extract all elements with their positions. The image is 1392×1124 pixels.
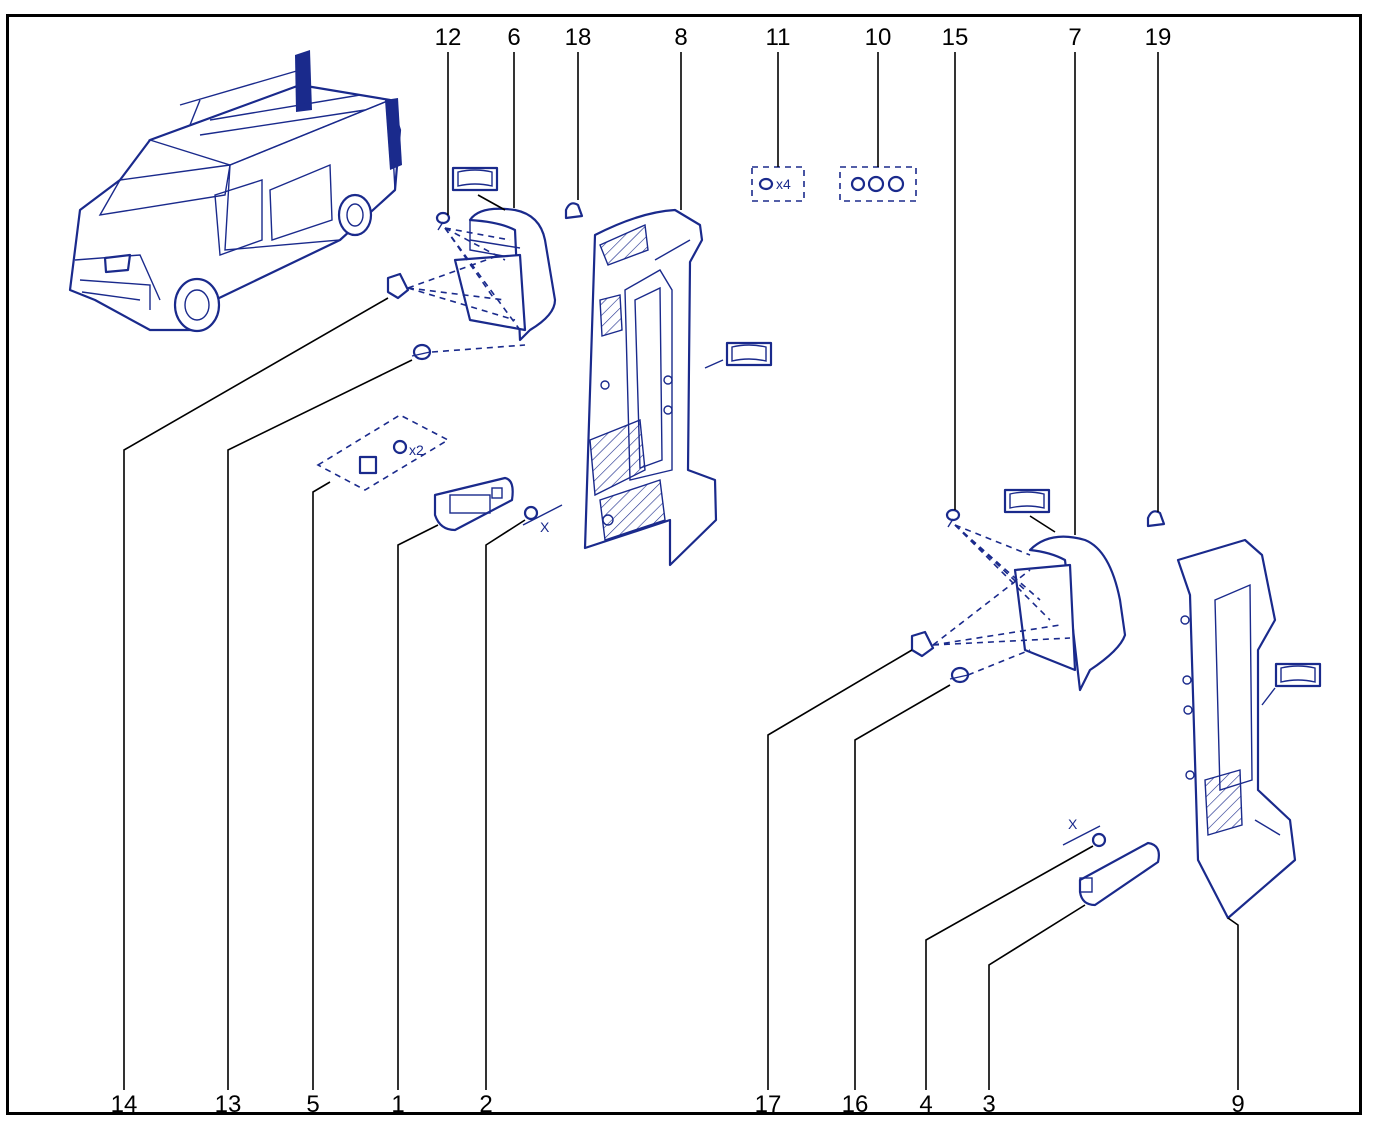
left-nut-13 — [411, 343, 432, 361]
label-18: 18 — [565, 24, 592, 51]
label-1: 1 — [391, 1091, 404, 1118]
label-8: 8 — [674, 24, 687, 51]
van-illustration — [68, 50, 402, 333]
label-11: 11 — [766, 24, 791, 51]
x-mark-left: X — [540, 519, 550, 535]
right-lamp-dashes — [932, 524, 1071, 676]
label-3: 3 — [982, 1091, 995, 1118]
part-labels: 12 6 18 8 11 10 15 7 19 14 13 5 1 2 17 1… — [111, 24, 1245, 1118]
right-clip-17 — [910, 630, 935, 658]
label-14: 14 — [111, 1091, 138, 1118]
left-washer-2: X — [522, 504, 563, 535]
right-rear-lamp-housing — [1176, 538, 1322, 920]
clip-18 — [564, 202, 584, 220]
label-10: 10 — [865, 24, 892, 51]
right-number-plate-lamp — [1078, 841, 1160, 907]
kit-11-qty: x4 — [776, 176, 791, 192]
label-19: 19 — [1145, 24, 1172, 51]
kit-11: x4 — [751, 166, 805, 202]
label-17: 17 — [755, 1091, 782, 1118]
kit-5-qty: x2 — [409, 442, 424, 458]
label-9: 9 — [1231, 1091, 1244, 1118]
label-5: 5 — [306, 1091, 319, 1118]
x-mark-right: X — [1068, 816, 1078, 832]
left-lamp-dashes — [407, 227, 526, 353]
label-16: 16 — [842, 1091, 869, 1118]
right-nut-16 — [949, 666, 970, 684]
label-7: 7 — [1068, 24, 1081, 51]
left-clip-14 — [386, 272, 410, 300]
left-number-plate-lamp — [433, 476, 514, 532]
label-4: 4 — [919, 1091, 932, 1118]
left-rear-lamp-lens — [451, 166, 557, 342]
right-rear-lamp-lens — [1003, 488, 1127, 692]
right-screw-15 — [945, 508, 961, 528]
left-rear-lamp-housing — [583, 208, 773, 567]
clip-19 — [1146, 510, 1166, 528]
label-13: 13 — [215, 1091, 242, 1118]
kit-5: x2 — [316, 414, 450, 491]
leader-lines — [123, 52, 1239, 1090]
label-2: 2 — [479, 1091, 492, 1118]
label-6: 6 — [507, 24, 520, 51]
kit-10 — [839, 166, 917, 202]
label-15: 15 — [942, 24, 969, 51]
left-screw-12 — [435, 211, 451, 231]
label-12: 12 — [435, 24, 462, 51]
right-washer-4: X — [1062, 816, 1107, 848]
